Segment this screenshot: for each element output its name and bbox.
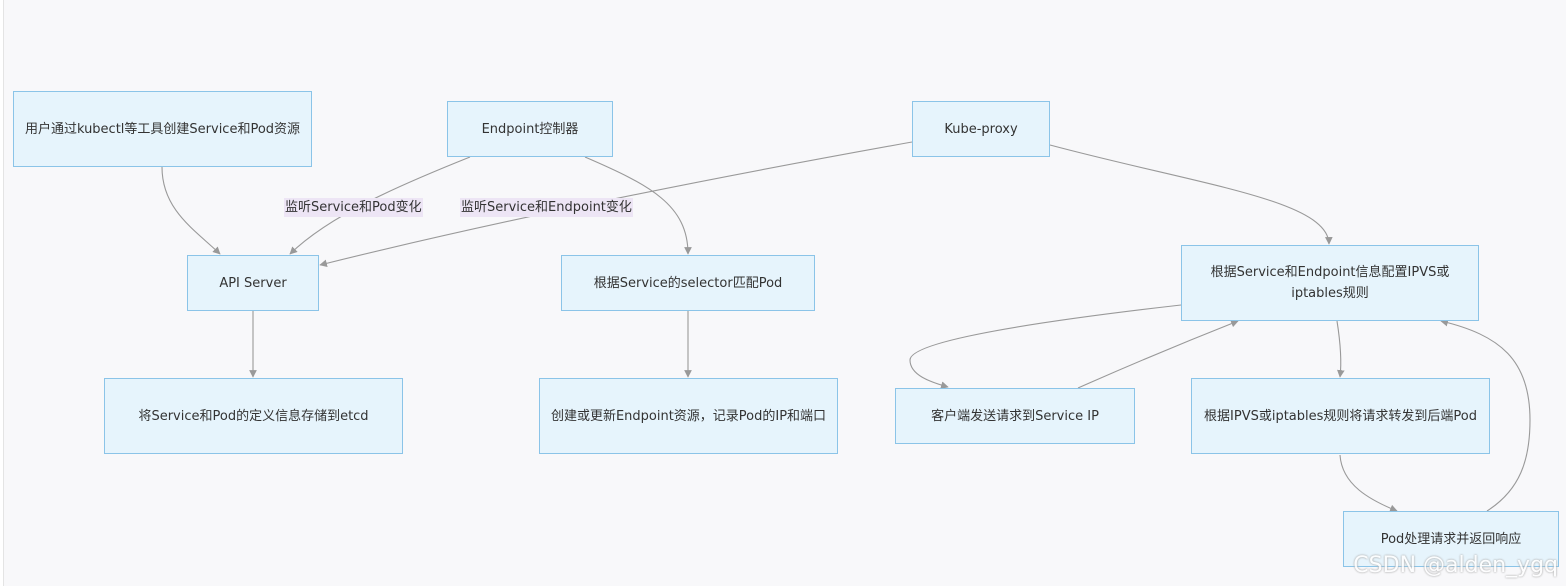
watermark: CSDN @alden_ygq <box>1353 553 1558 578</box>
edge-user-to-apiserver <box>161 166 221 255</box>
edge-configipvs-to-forward <box>1336 320 1345 378</box>
edge-client-to-configipvs <box>1077 319 1239 389</box>
node-api-server: API Server <box>187 255 319 311</box>
node-kube-proxy: Kube-proxy <box>912 101 1050 157</box>
edge-forward-to-pod <box>1339 454 1398 512</box>
node-endpoint-controller: Endpoint控制器 <box>447 101 613 157</box>
node-user-create: 用户通过kubectl等工具创建Service和Pod资源 <box>13 91 312 167</box>
edge-endpointctl-to-matchpod <box>584 156 692 255</box>
node-pod-respond: Pod处理请求并返回响应 <box>1343 511 1559 567</box>
edge-configipvs-to-client <box>909 304 1182 389</box>
edge-pod-to-configipvs <box>1440 318 1531 512</box>
node-store-etcd: 将Service和Pod的定义信息存储到etcd <box>104 378 403 454</box>
node-match-pod: 根据Service的selector匹配Pod <box>561 255 815 311</box>
node-forward-pod: 根据IPVS或iptables规则将请求转发到后端Pod <box>1191 378 1490 454</box>
edge-kubeproxy-to-configipvs <box>1049 144 1333 245</box>
node-config-ipvs: 根据Service和Endpoint信息配置IPVS或iptables规则 <box>1181 245 1479 321</box>
edge-label-watch-service-pod: 监听Service和Pod变化 <box>284 198 423 217</box>
edge-label-watch-service-endpoint: 监听Service和Endpoint变化 <box>460 198 633 217</box>
node-update-endpoint: 创建或更新Endpoint资源，记录Pod的IP和端口 <box>539 378 838 454</box>
node-client-request: 客户端发送请求到Service IP <box>895 388 1135 444</box>
